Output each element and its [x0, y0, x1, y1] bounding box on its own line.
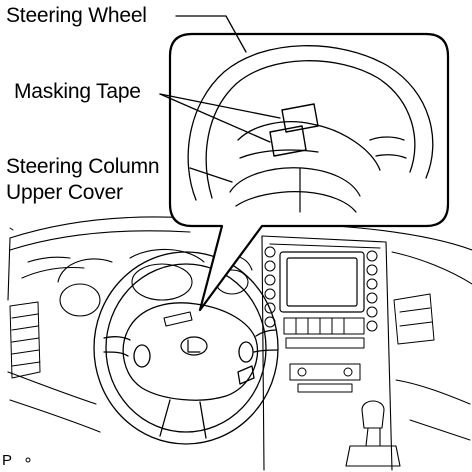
console-left-knobs — [264, 246, 276, 328]
masking-tape-lower — [163, 311, 193, 327]
navigation-screen — [279, 251, 365, 313]
console-button-panel — [283, 317, 365, 393]
label-masking-tape: Masking Tape — [14, 80, 141, 103]
label-steering-column-line2: Upper Cover — [6, 181, 123, 204]
gear-shifter — [345, 400, 401, 467]
steering-wheel-lower — [93, 251, 279, 445]
label-steering-wheel: Steering Wheel — [6, 4, 147, 27]
left-air-vent — [9, 301, 41, 379]
steering-column-cover-zoomed — [229, 167, 361, 213]
figure-code: P — [2, 452, 13, 469]
steering-wheel-zoomed — [187, 45, 434, 201]
wheel-emblem-icon — [180, 336, 208, 356]
center-console — [261, 235, 393, 471]
console-right-knobs — [366, 250, 378, 332]
masking-tape-zoomed — [269, 103, 319, 157]
leader-lines — [159, 15, 281, 183]
label-steering-column-line1: Steering Column — [6, 155, 160, 178]
right-dash-trim — [391, 251, 472, 441]
trim-details — [9, 227, 31, 463]
callout-bubble — [168, 32, 450, 312]
